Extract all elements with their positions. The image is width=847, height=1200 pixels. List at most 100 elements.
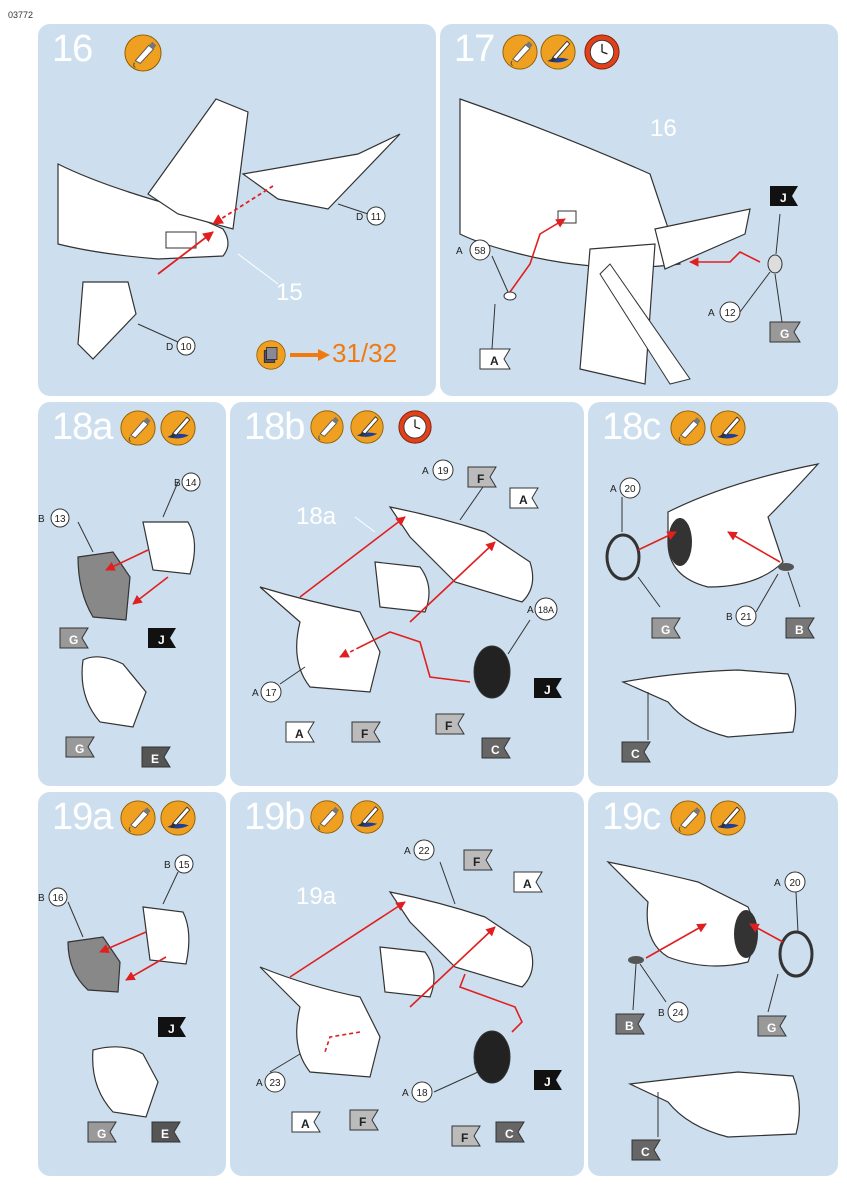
svg-text:19: 19 xyxy=(437,466,449,477)
svg-text:20: 20 xyxy=(789,878,801,889)
svg-text:C: C xyxy=(491,743,500,757)
flag-b xyxy=(615,1013,645,1035)
step-19c-panel: 19c A 20 B 24 B G C xyxy=(588,792,838,1176)
flag-c xyxy=(495,1121,525,1143)
svg-text:B: B xyxy=(795,623,804,637)
svg-text:A: A xyxy=(422,466,429,477)
vertical-stabilizer-part xyxy=(147,98,249,230)
stabilizer-part xyxy=(579,243,656,385)
decal-ref-text: 31/32 xyxy=(332,338,398,368)
step-19a-panel: 19a B 15 B 16 J G E xyxy=(38,792,226,1176)
label-a58-letter: A xyxy=(456,246,463,257)
svg-text:J: J xyxy=(544,683,551,697)
svg-text:B: B xyxy=(726,612,733,623)
engine-assembly xyxy=(92,1046,159,1118)
step-18b-diagram: A 19 A 18A A 17 18a F A J A F F C xyxy=(252,459,562,759)
step-16-diagram: D 11 D 10 15 xyxy=(57,98,401,360)
svg-text:A: A xyxy=(523,877,532,891)
svg-text:15: 15 xyxy=(178,860,190,871)
step-17-panel: 17 A 58 A 12 J A G 16 xyxy=(440,24,838,396)
engine-nacelle-part xyxy=(606,861,755,967)
engine-part-b15 xyxy=(142,906,190,965)
step-18a-panel: 18a B 14 B 13 G J G E xyxy=(38,402,226,786)
wing-part xyxy=(654,208,751,270)
step-18c-diagram: A 20 B 21 G B C xyxy=(605,463,820,763)
svg-text:13: 13 xyxy=(54,514,66,525)
svg-text:A: A xyxy=(252,688,259,699)
step-16-panel: 16 D 11 D 10 15 31/32 xyxy=(38,24,436,396)
svg-text:E: E xyxy=(161,1127,169,1141)
svg-text:14: 14 xyxy=(185,478,197,489)
step-number: 18a xyxy=(52,406,113,448)
fan-intake-part xyxy=(374,561,430,613)
label-d11-letter: D xyxy=(356,212,363,223)
svg-text:A: A xyxy=(256,1078,263,1089)
step-number: 17 xyxy=(454,28,495,70)
step-number: 18c xyxy=(602,406,661,448)
flag-j xyxy=(534,678,562,698)
svg-text:A: A xyxy=(301,1117,310,1131)
svg-text:B: B xyxy=(38,514,45,525)
step-19a-diagram: B 15 B 16 J G E xyxy=(38,854,194,1143)
flag-g xyxy=(87,1121,117,1143)
fan-intake-part xyxy=(379,946,435,998)
step-number: 18b xyxy=(244,406,305,448)
kit-number: 03772 xyxy=(8,10,34,20)
flag-g xyxy=(757,1015,787,1037)
step-19c-diagram: A 20 B 24 B G C xyxy=(606,861,814,1161)
svg-text:B: B xyxy=(38,893,45,904)
flag-a2 xyxy=(291,1111,321,1133)
part-b24 xyxy=(628,956,644,964)
svg-text:J: J xyxy=(158,633,165,647)
fan-disc-part xyxy=(473,1030,511,1084)
engine-assembly xyxy=(620,669,797,738)
svg-text:G: G xyxy=(780,327,789,341)
fan-disc-part xyxy=(473,645,511,699)
svg-text:G: G xyxy=(69,633,78,647)
ref-step-16: 16 xyxy=(650,115,677,142)
engine-nacelle-part xyxy=(667,463,820,588)
svg-text:16: 16 xyxy=(52,893,64,904)
step-number: 19a xyxy=(52,796,113,838)
strut-part xyxy=(599,263,691,385)
step-19b-diagram: A 22 A 23 A 18 19a F A J A F F C xyxy=(256,839,562,1147)
svg-text:J: J xyxy=(780,191,787,205)
flag-j xyxy=(148,628,176,648)
svg-text:F: F xyxy=(359,1115,366,1129)
svg-text:F: F xyxy=(445,719,452,733)
step-17-diagram: A 58 A 12 J A G 16 xyxy=(456,98,801,385)
ring-part-a20 xyxy=(778,930,814,978)
svg-text:F: F xyxy=(473,855,480,869)
svg-text:G: G xyxy=(767,1021,776,1035)
stabilizer-part-d10 xyxy=(77,281,137,360)
svg-text:24: 24 xyxy=(672,1008,684,1019)
engine-part-b16 xyxy=(67,936,121,993)
svg-text:C: C xyxy=(631,747,640,761)
flag-c xyxy=(631,1139,661,1161)
flag-a xyxy=(509,487,539,509)
ref-step-18a: 18a xyxy=(296,503,337,530)
svg-text:J: J xyxy=(544,1075,551,1089)
engine-part-b14 xyxy=(142,521,196,575)
step-number: 19b xyxy=(244,796,305,838)
step-18a-diagram: B 14 B 13 G J G E xyxy=(38,472,201,768)
step-18c-panel: 18c A 20 B 21 G B C xyxy=(588,402,838,786)
step-19b-panel: 19b A 22 A 23 A 18 19a F A J A F F xyxy=(230,792,584,1176)
svg-text:A: A xyxy=(402,1088,409,1099)
ring-part-a20 xyxy=(605,533,641,581)
svg-text:F: F xyxy=(477,472,484,486)
flag-a2 xyxy=(285,721,315,743)
flag-e xyxy=(151,1121,181,1143)
flag-f2 xyxy=(349,1109,379,1131)
svg-text:17: 17 xyxy=(265,688,277,699)
flag-j xyxy=(770,186,798,206)
cowling-part-a17 xyxy=(259,586,381,693)
svg-text:G: G xyxy=(661,623,670,637)
svg-text:B: B xyxy=(164,860,171,871)
cowling-part-a19 xyxy=(388,506,534,603)
svg-text:23: 23 xyxy=(269,1078,281,1089)
svg-text:G: G xyxy=(97,1127,106,1141)
engine-assembly xyxy=(627,1071,800,1138)
engine-part-b13 xyxy=(77,551,131,621)
cowling-part-a23 xyxy=(259,966,381,1078)
